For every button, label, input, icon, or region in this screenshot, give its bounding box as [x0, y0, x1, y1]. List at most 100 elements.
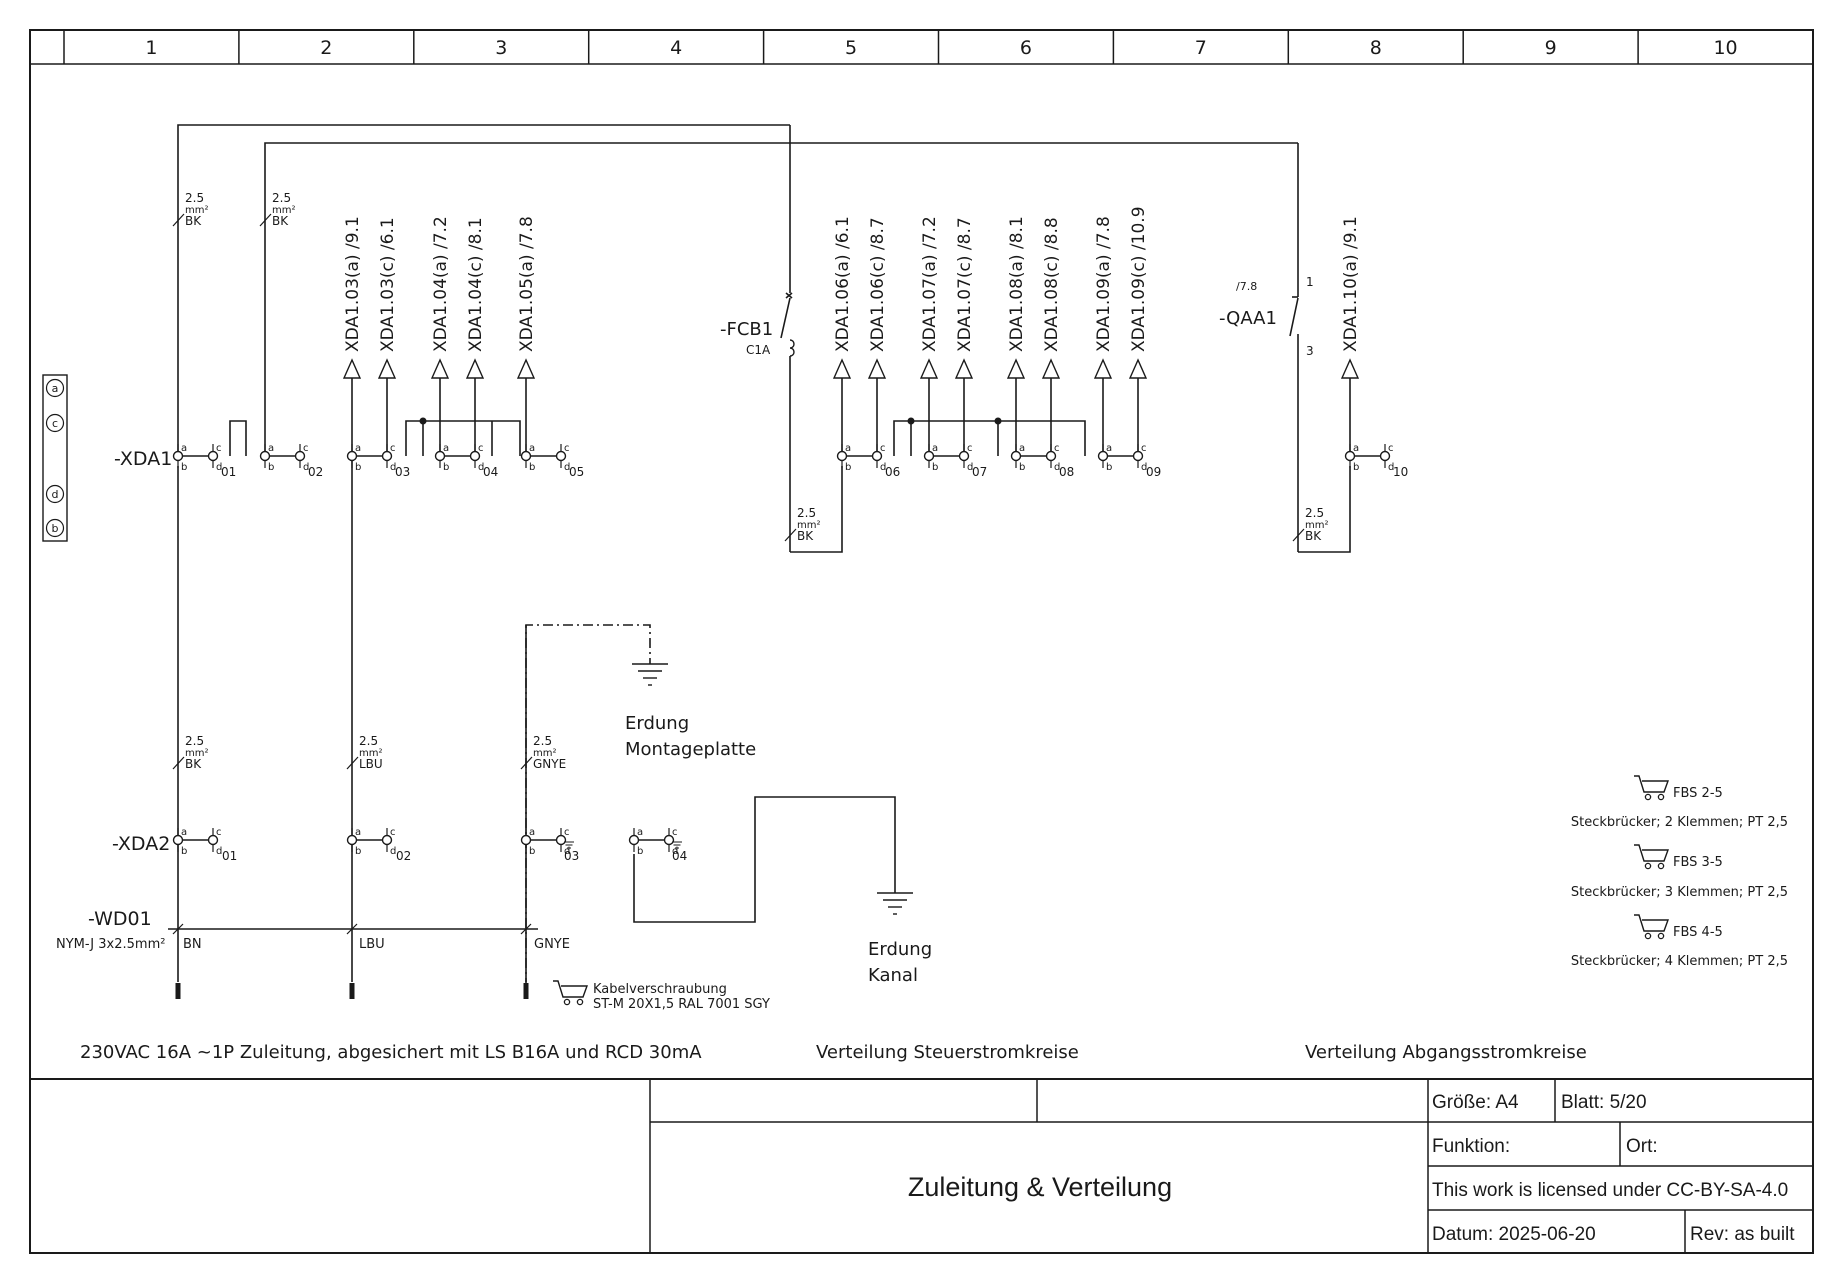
terminal-point	[1132, 450, 1144, 462]
column-number: 6	[1020, 37, 1032, 59]
wd01-core-lbu: LBU	[359, 937, 385, 952]
terminal-point	[520, 834, 532, 846]
revision-field: Rev: as built	[1690, 1224, 1795, 1245]
cross-reference: XDA1.10(a) /9.1	[1341, 216, 1361, 352]
pin-b: b	[529, 846, 535, 857]
frame-border	[29, 29, 1814, 1254]
pin-a: a	[529, 827, 535, 838]
part-code-1: FBS 2-5	[1673, 786, 1723, 801]
pin-b: b	[845, 462, 851, 473]
bridge-wire	[893, 420, 1086, 456]
junction-dot	[994, 417, 1002, 425]
terminal-point	[207, 834, 219, 846]
section-feed: 230VAC 16A ~1P Zuleitung, abgesichert mi…	[80, 1042, 702, 1063]
pin-b: b	[1019, 462, 1025, 473]
terminal-point	[628, 834, 640, 846]
terminal-point	[346, 834, 358, 846]
terminal-number: 03	[395, 465, 410, 479]
pin-d: d	[1388, 462, 1394, 473]
pin-a: a	[637, 827, 643, 838]
wire-unit: mm²	[797, 520, 821, 531]
wire-size: 2.5	[1305, 506, 1324, 520]
column-number: 2	[320, 37, 332, 59]
part-desc-3: Steckbrücker; 4 Klemmen; PT 2,5	[1571, 954, 1788, 969]
wire-color: LBU	[359, 757, 383, 771]
ground-icon	[876, 892, 914, 915]
ground-icon	[631, 663, 669, 686]
bridge-wire	[229, 420, 247, 456]
bridge-wire	[405, 420, 521, 456]
cable-end	[349, 983, 355, 999]
arrow-icon	[1341, 359, 1359, 379]
drawing-title: Zuleitung & Verteilung	[908, 1172, 1172, 1202]
pin-d: d	[672, 846, 678, 857]
arrow-icon	[833, 359, 851, 379]
pin-d: d	[564, 846, 570, 857]
key-c: c	[52, 417, 58, 430]
terminal-point	[555, 450, 567, 462]
terminal-number: 01	[222, 849, 237, 863]
terminal-point	[1045, 450, 1057, 462]
terminal-point	[555, 834, 567, 846]
cart-icon	[1633, 844, 1669, 870]
cross-reference: XDA1.04(a) /7.2	[431, 216, 451, 352]
cable-gland-line1: Kabelverschraubung	[593, 982, 727, 997]
pin-b: b	[1353, 462, 1359, 473]
terminal-point	[434, 450, 446, 462]
wire-color: BK	[272, 214, 289, 228]
wire	[1298, 466, 1351, 553]
arrow-icon	[517, 359, 535, 379]
pin-a: a	[181, 443, 187, 454]
cross-reference: XDA1.07(c) /8.7	[955, 217, 975, 352]
pin-a: a	[1353, 443, 1359, 454]
part-desc-2: Steckbrücker; 3 Klemmen; PT 2,5	[1571, 885, 1788, 900]
core-mark	[346, 923, 358, 935]
pin-d: d	[1054, 462, 1060, 473]
arrow-icon	[1129, 359, 1147, 379]
arrow-icon	[920, 359, 938, 379]
pin-a: a	[529, 443, 535, 454]
terminal-number: 04	[672, 849, 687, 863]
cross-reference: XDA1.06(a) /6.1	[833, 216, 853, 352]
terminal-point	[172, 834, 184, 846]
location-field: Ort:	[1626, 1136, 1658, 1157]
cross-reference: XDA1.03(c) /6.1	[378, 217, 398, 352]
terminal-number: 09	[1146, 465, 1161, 479]
core-mark	[172, 923, 184, 935]
wire	[177, 124, 790, 456]
cross-reference: XDA1.09(a) /7.8	[1094, 216, 1114, 352]
section-tick	[259, 213, 272, 227]
pin-b: b	[268, 462, 274, 473]
wire-size: 2.5	[185, 191, 204, 205]
terminals: abcd01abcd02abcd03abcd04abcd05abcd06abcd…	[172, 443, 1408, 863]
wd01-type: NYM-J 3x2.5mm²	[56, 937, 165, 952]
pin-a: a	[845, 443, 851, 454]
pin-c: c	[1054, 443, 1060, 454]
wire-unit: mm²	[1305, 520, 1329, 531]
terminal-point	[469, 450, 481, 462]
cross-reference: XDA1.08(a) /8.1	[1007, 216, 1027, 352]
wire-color: BK	[185, 757, 202, 771]
cart-icon	[1633, 775, 1669, 801]
terminal-number: 02	[396, 849, 411, 863]
terminal-number: 01	[221, 465, 236, 479]
arrow-icon	[955, 359, 973, 379]
wire-size: 2.5	[797, 506, 816, 520]
part-code-3: FBS 4-5	[1673, 925, 1723, 940]
qaa1-ref: /7.8	[1236, 280, 1257, 293]
pin-c: c	[564, 827, 570, 838]
pin-c: c	[564, 443, 570, 454]
terminal-point	[836, 450, 848, 462]
column-number: 9	[1545, 37, 1557, 59]
pin-c: c	[216, 827, 222, 838]
pin-c: c	[672, 827, 678, 838]
xda1-label: -XDA1	[114, 448, 172, 470]
wd01-core-gnye: GNYE	[534, 937, 570, 952]
wiring: 2.5mm²BK2.5mm²BK2.5mm²BK2.5mm²BK2.5mm²BK…	[168, 124, 1361, 999]
terminal-point	[207, 450, 219, 462]
terminal-point	[1010, 450, 1022, 462]
wire-size: 2.5	[185, 734, 204, 748]
cable-end	[523, 983, 529, 999]
terminal-number: 10	[1393, 465, 1408, 479]
wire-unit: mm²	[533, 748, 557, 759]
